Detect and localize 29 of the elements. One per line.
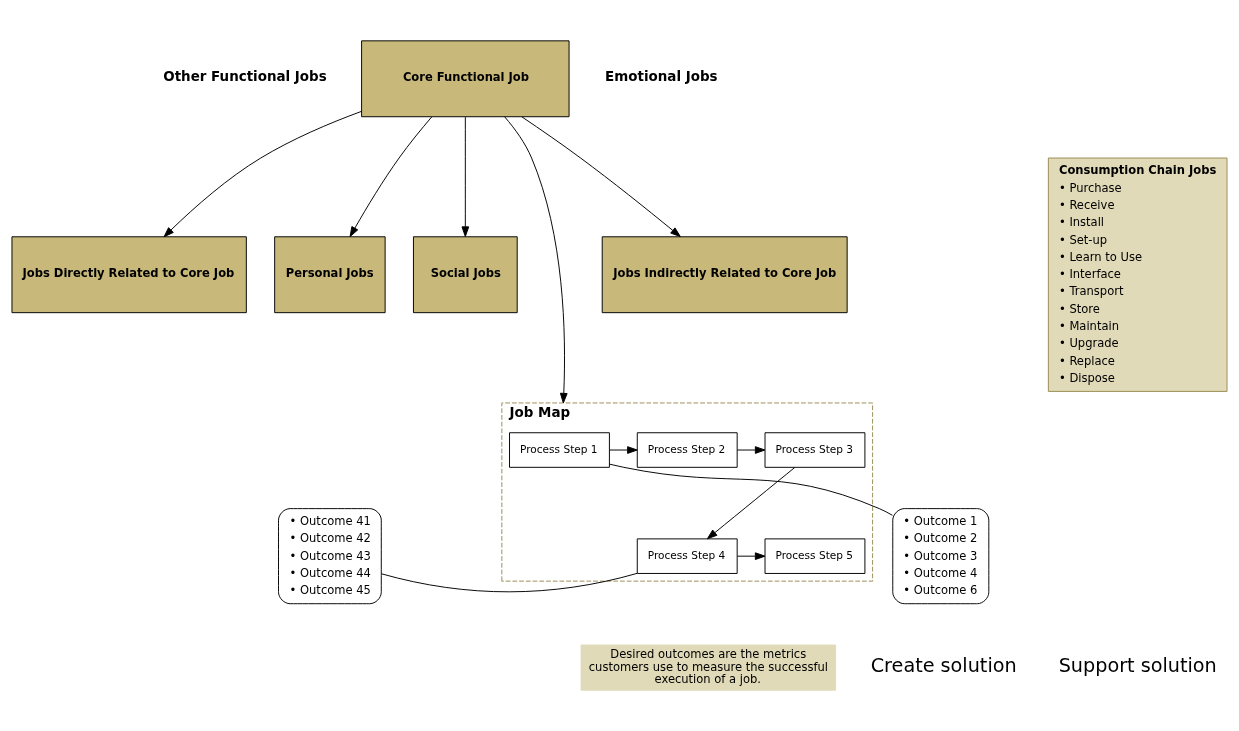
arrow [736,446,766,454]
node-box: Process Step 4 [636,538,738,574]
label: Support solution [1058,654,1217,678]
label: Create solution [870,654,1017,678]
connector [381,572,638,593]
arrow [504,116,568,404]
arrow [521,116,681,238]
node-box: Desired outcomes are the metrics customers use to measure the successful execution of a job. [580,644,837,691]
arrow [349,116,433,238]
node-box: Social Jobs [413,236,518,314]
node-box: Consumption Chain Jobs • Purchase • Receive • Install • Set-up • Learn to Use • Interface • Transport • Store • Maintain • Upgrade • Replace • Dispose [1047,157,1228,392]
node-box: Process Step 1 [509,432,610,468]
connector [609,463,893,516]
arrow [609,446,638,454]
arrow [706,467,796,540]
node-box: Core Functional Job [361,40,570,118]
node-box: Process Step 3 [764,432,866,468]
node-box: Personal Jobs [274,236,386,314]
arrow [461,116,470,237]
node-box: Jobs Indirectly Related to Core Job [601,236,848,314]
arrow [163,110,363,238]
node-box: • Outcome 1 • Outcome 2 • Outcome 3 • Outcome 4 • Outcome 6 [892,508,990,605]
label: Emotional Jobs [605,69,718,85]
node-box: Jobs Directly Related to Core Job [11,236,247,314]
node-box: Process Step 2 [636,432,738,468]
node-box: • Outcome 41 • Outcome 42 • Outcome 43 • Outcome 44 • Outcome 45 [278,508,382,605]
label: Other Functional Jobs [163,69,327,85]
node-box: Process Step 5 [764,538,866,574]
arrow [736,552,766,560]
